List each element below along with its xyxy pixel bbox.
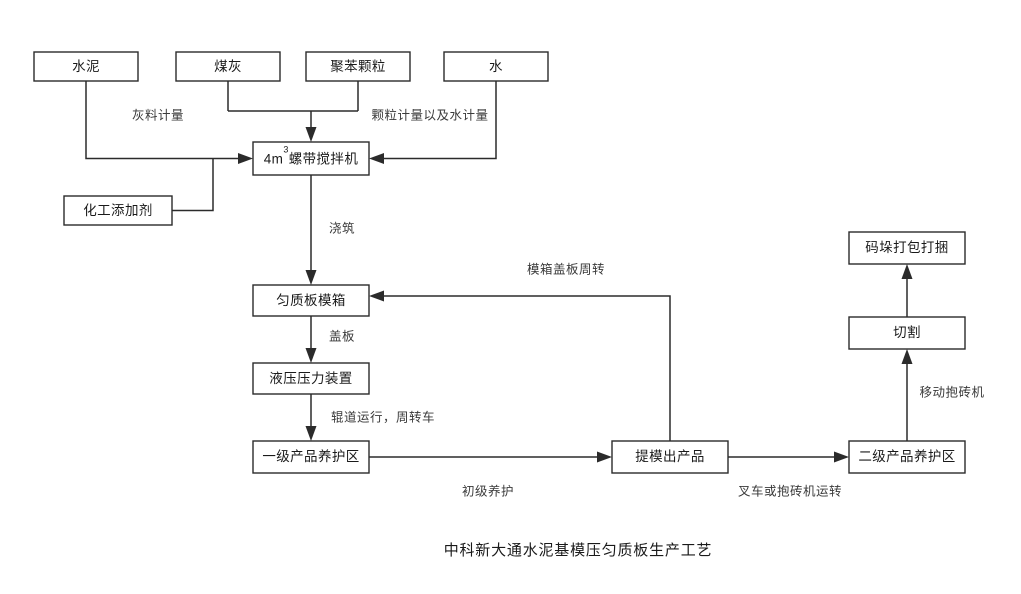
nodes-layer: 水泥 煤灰 聚苯颗粒 水 化工添加剂 4m3螺带搅拌机: [33, 51, 966, 474]
node-stack-pack-label: 码垛打包打捆: [865, 239, 948, 255]
node-mixer-label-prefix: 4m: [264, 151, 284, 166]
edge-label-mold-cover-cycle: 模箱盖板周转: [527, 261, 605, 276]
edge-cement-to-mixer: [85, 81, 238, 160]
arrow-cure2-to-cutting: [901, 349, 913, 364]
edge-label-roller-transfer: 辊道运行，周转车: [331, 409, 435, 424]
node-cure-1[interactable]: 一级产品养护区: [252, 440, 370, 474]
arrow-hydraulic-to-cure1: [305, 426, 317, 441]
node-mixer-label-suffix: 螺带搅拌机: [289, 151, 359, 166]
node-mold-box[interactable]: 匀质板模箱: [252, 284, 370, 317]
node-water[interactable]: 水: [443, 51, 549, 82]
edge-label-pouring: 浇筑: [329, 220, 355, 235]
edges-layer: [85, 81, 913, 463]
node-mold-box-label: 匀质板模箱: [276, 293, 346, 308]
node-stack-pack[interactable]: 码垛打包打捆: [848, 231, 966, 265]
edge-label-forklift-transfer: 叉车或抱砖机运转: [738, 483, 842, 498]
arrow-water-to-mixer: [369, 153, 384, 164]
arrow-demold-to-cure2: [834, 451, 849, 463]
node-water-label: 水: [489, 59, 503, 74]
node-hydraulic[interactable]: 液压压力装置: [252, 362, 370, 395]
edge-label-primary-curing: 初级养护: [462, 483, 514, 498]
arrow-cure1-to-demold: [597, 451, 612, 463]
node-fly-ash-label: 煤灰: [214, 59, 242, 74]
edge-water-to-mixer: [384, 81, 497, 160]
node-chem-additive[interactable]: 化工添加剂: [63, 195, 173, 226]
node-cement-label: 水泥: [72, 59, 100, 74]
node-cutting-label: 切割: [893, 324, 921, 340]
node-eps-particle-label: 聚苯颗粒: [330, 59, 386, 74]
node-mixer-label: 4m3螺带搅拌机: [264, 145, 359, 166]
node-demold-label: 提模出产品: [635, 449, 705, 464]
node-cure-2[interactable]: 二级产品养护区: [848, 440, 966, 474]
node-hydraulic-label: 液压压力装置: [269, 371, 352, 386]
arrow-cement-to-mixer: [238, 153, 253, 164]
edge-label-brick-clamp-move: 移动抱砖机: [919, 384, 984, 399]
edge-demold-to-moldbox-return: [384, 295, 671, 441]
node-cure-2-label: 二级产品养护区: [858, 449, 955, 464]
edge-label-particle-water-metering: 颗粒计量以及水计量: [371, 107, 488, 122]
edge-labels-layer: 灰料计量 颗粒计量以及水计量 浇筑 盖板 辊道运行，周转车 模箱盖板周转 初级养…: [132, 107, 984, 498]
edge-additive-to-mixer: [172, 158, 214, 212]
arrow-demold-to-moldbox-return: [369, 290, 384, 302]
node-mixer-label-superscript: 3: [283, 145, 288, 155]
node-chem-additive-label: 化工添加剂: [83, 203, 153, 218]
node-mixer[interactable]: 4m3螺带搅拌机: [252, 141, 370, 176]
node-eps-particle[interactable]: 聚苯颗粒: [305, 51, 411, 82]
node-fly-ash[interactable]: 煤灰: [175, 51, 281, 82]
edge-label-ash-metering: 灰料计量: [132, 108, 184, 122]
arrow-cutting-to-stackpack: [901, 264, 913, 279]
arrow-mixer-to-moldbox: [305, 270, 317, 285]
node-cutting[interactable]: 切割: [848, 316, 966, 350]
arrow-merge-to-mixer: [305, 127, 317, 142]
arrow-moldbox-to-hydraulic: [305, 348, 317, 363]
edge-label-cover-plate: 盖板: [329, 329, 355, 343]
node-cement[interactable]: 水泥: [33, 51, 139, 82]
node-demold[interactable]: 提模出产品: [611, 440, 729, 474]
diagram-title: 中科新大通水泥基模压匀质板生产工艺: [444, 541, 713, 559]
node-cure-1-label: 一级产品养护区: [262, 449, 359, 464]
